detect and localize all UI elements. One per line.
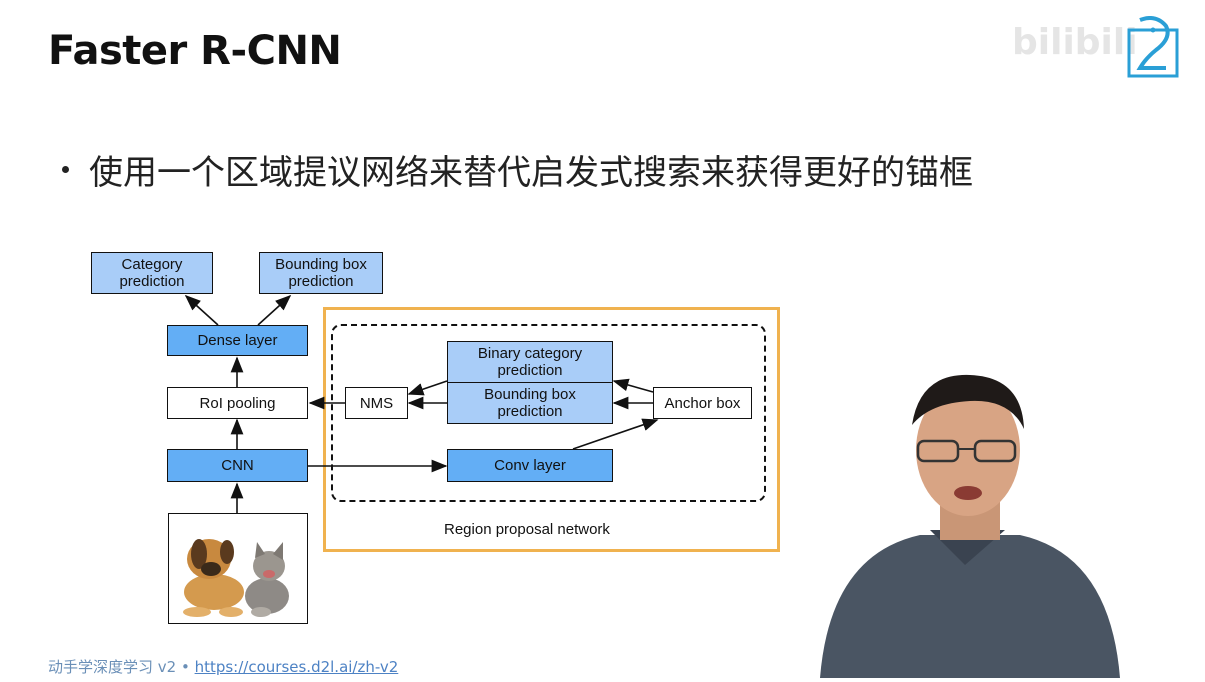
bullet-text: 使用一个区域提议网络来替代启发式搜索来获得更好的锚框 — [89, 153, 973, 193]
category-prediction-box: Category prediction — [91, 252, 213, 294]
nms-box: NMS — [345, 387, 408, 419]
footer-link[interactable]: https://courses.d2l.ai/zh-v2 — [194, 658, 399, 676]
arrow-dense-bbox — [257, 294, 292, 326]
arrow-dense-category — [184, 294, 219, 326]
bbox-prediction-rpn-box: Bounding box prediction — [447, 382, 613, 424]
roi-pooling-box: RoI pooling — [167, 387, 308, 419]
input-image-dog-cat — [168, 513, 308, 624]
rpn-outer-frame — [323, 307, 780, 552]
bullet-item: 使用一个区域提议网络来替代启发式搜索来获得更好的锚框 — [62, 145, 973, 194]
arrow-anchor-binary — [612, 378, 654, 393]
d2l-logo-icon — [1126, 16, 1180, 78]
cnn-box: CNN — [167, 449, 308, 482]
bbox-prediction-top-box: Bounding box prediction — [259, 252, 383, 294]
bilibili-watermark: bilibili — [1012, 22, 1138, 63]
binary-category-prediction-box: Binary category prediction — [447, 341, 613, 383]
dense-layer-box: Dense layer — [167, 325, 308, 356]
arrow-binary-nms — [407, 380, 448, 396]
footer-text: 动手学深度学习 v2 • — [48, 658, 195, 676]
slide-title: Faster R-CNN — [48, 28, 342, 74]
rpn-dashed-frame — [331, 324, 766, 502]
rpn-label: Region proposal network — [444, 521, 610, 538]
arrow-conv-anchor — [572, 418, 659, 450]
footer: 动手学深度学习 v2 • https://courses.d2l.ai/zh-v… — [48, 656, 398, 677]
conv-layer-box: Conv layer — [447, 449, 613, 482]
bullet-dot-icon — [62, 166, 69, 173]
anchor-box-box: Anchor box — [653, 387, 752, 419]
presenter-video — [800, 365, 1140, 678]
